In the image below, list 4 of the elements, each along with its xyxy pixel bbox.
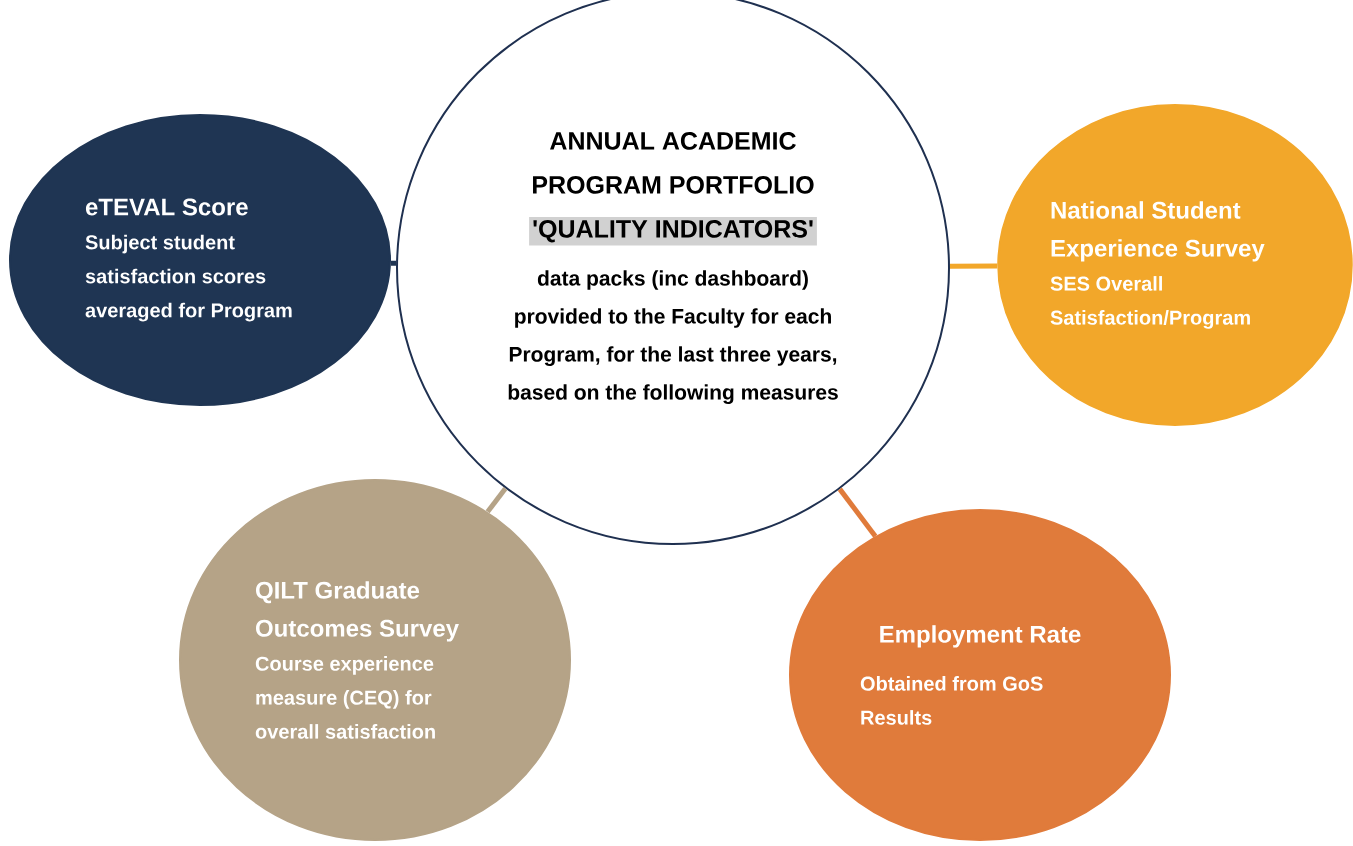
connector-line [950, 263, 998, 269]
connector-line [837, 487, 878, 538]
connector-line [390, 260, 397, 266]
connector-line [485, 487, 508, 514]
